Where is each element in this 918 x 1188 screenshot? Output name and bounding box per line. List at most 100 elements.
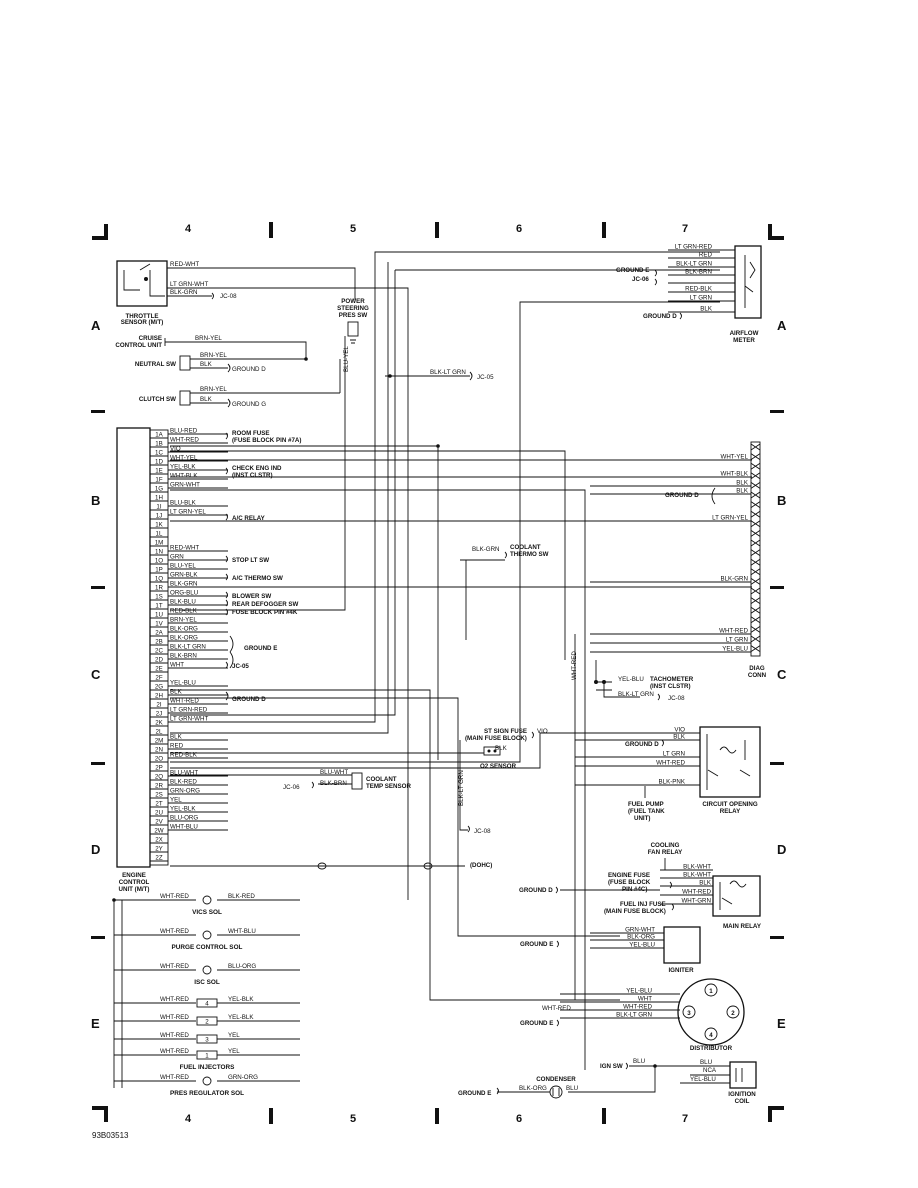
solenoid: [202, 965, 212, 975]
svg-text:POWER: POWER: [341, 298, 365, 305]
svg-text:COIL: COIL: [735, 1098, 750, 1105]
airflow-wire-color: BLK: [700, 306, 713, 313]
distributor-wire-color: BLK-LT GRN: [616, 1012, 652, 1019]
diag-terminal: [750, 472, 761, 480]
neutral-switch: NEUTRAL SW BRN-YEL BLK GROUND D: [135, 352, 308, 373]
svg-text:BLK-GRN: BLK-GRN: [170, 289, 198, 296]
svg-text:CONDENSER: CONDENSER: [536, 1076, 576, 1083]
svg-text:BLU-WHT: BLU-WHT: [320, 769, 348, 776]
svg-text:BLK-ORG: BLK-ORG: [519, 1085, 547, 1092]
injector-number: 3: [205, 1037, 209, 1044]
svg-text:THROTTLE: THROTTLE: [126, 313, 159, 320]
svg-text:GROUND E: GROUND E: [616, 267, 649, 274]
ecu-wire-color: BLK-ORG: [170, 635, 198, 642]
tachometer-feed: YEL-BLU TACHOMETER (INST CLSTR) BLK-LT G…: [594, 660, 694, 702]
ecu-pin-2d: 2D: [155, 657, 163, 664]
svg-text:ENGINE FUSE: ENGINE FUSE: [608, 872, 650, 879]
diag-terminal: [750, 568, 761, 576]
svg-text:GROUND E: GROUND E: [244, 645, 277, 652]
solenoid: [202, 930, 212, 940]
ecu-pin-2q: 2Q: [155, 774, 163, 781]
ecu-pin-2u: 2U: [155, 810, 163, 817]
solenoid-label: PURGE CONTROL SOL: [172, 944, 243, 951]
ecu-wire-color: BLK-RED: [170, 779, 197, 786]
svg-text:2: 2: [731, 1010, 735, 1017]
row-d-right: D: [777, 842, 786, 857]
ecu-wire-color: RED-BLK: [170, 608, 198, 615]
ecu-pin-2k: 2K: [155, 720, 163, 727]
svg-text:GROUND D: GROUND D: [625, 741, 659, 748]
ecu-wire-color: GRN-ORG: [170, 788, 200, 795]
ecu-pin-1c: 1C: [155, 450, 163, 457]
ecu-pin-1v: 1V: [155, 621, 163, 628]
injector-number: 1: [205, 1053, 209, 1060]
ecu-body: [116, 427, 151, 868]
diag-connector: DIAG CONN GROUND D WHT-YELWHT-BLKBLKBLKL…: [590, 441, 767, 679]
svg-text:YEL-BLU: YEL-BLU: [690, 1076, 716, 1083]
diag-terminal: [750, 558, 761, 566]
ecu-pin-1f: 1F: [155, 477, 162, 484]
svg-text:A/C THERMO SW: A/C THERMO SW: [232, 575, 283, 582]
ecu-wire-color: BLK: [170, 734, 183, 741]
cor-wire-color: LT GRN: [663, 751, 685, 758]
svg-text:LT GRN-WHT: LT GRN-WHT: [170, 281, 208, 288]
ecu-pin-1g: 1G: [155, 486, 163, 493]
svg-text:PRES SW: PRES SW: [339, 312, 368, 319]
document-code: 93B03513: [92, 1131, 129, 1140]
distributor-wire-color: YEL-BLU: [626, 988, 652, 995]
solenoid: [202, 1076, 212, 1086]
svg-text:ENGINE: ENGINE: [122, 872, 146, 879]
ecu-pin-1p: 1P: [155, 567, 163, 574]
svg-text:COOLANT: COOLANT: [366, 776, 397, 783]
ecu-pin-2b: 2B: [155, 639, 163, 646]
ecu-pin-2t: 2T: [155, 801, 162, 808]
row-a-left: A: [91, 318, 101, 333]
ecu-pin-1m: 1M: [155, 540, 164, 547]
svg-text:GROUND E: GROUND E: [458, 1090, 491, 1097]
blk-lt-grn-jc05: BLK-LT GRN JC-05: [385, 369, 494, 381]
svg-text:YEL-BLU: YEL-BLU: [618, 676, 644, 683]
ecu-pin-2s: 2S: [155, 792, 163, 799]
throttle-sensor: RED-WHT LT GRN-WHT BLK-GRN JC-08 THROTTL…: [116, 260, 409, 900]
svg-text:BRN-YEL: BRN-YEL: [200, 386, 227, 393]
solenoid-label: VICS SOL: [192, 909, 222, 916]
ecu-pin-2c: 2C: [155, 648, 163, 655]
svg-text:JC-08: JC-08: [220, 293, 237, 300]
cor-wire-color: BLK: [673, 734, 686, 741]
svg-text:BRN-YEL: BRN-YEL: [200, 352, 227, 359]
ecu-wire-color: BLU-BLK: [170, 500, 197, 507]
svg-text:REAR DEFOGGER SW: REAR DEFOGGER SW: [232, 601, 299, 608]
clutch-switch: CLUTCH SW BRN-YEL BLK GROUND G: [139, 359, 341, 408]
diag-wire-color: BLK-GRN: [720, 576, 748, 583]
injector-number: 2: [205, 1019, 209, 1026]
solenoid-wht-red: WHT-RED: [160, 928, 189, 935]
row-a-right: A: [777, 318, 787, 333]
ecu-wire-color: YEL: [170, 797, 182, 804]
svg-text:ROOM FUSE: ROOM FUSE: [232, 430, 269, 437]
ecu-wire-color: RED: [170, 743, 184, 750]
ecu-pin-2p: 2P: [155, 765, 163, 772]
svg-text:JC-06: JC-06: [283, 784, 300, 791]
svg-text:METER: METER: [733, 337, 755, 344]
svg-text:GROUND D: GROUND D: [665, 492, 699, 499]
ecu-pin-1u: 1U: [155, 612, 163, 619]
svg-text:NCA: NCA: [703, 1067, 717, 1074]
row-b-right: B: [777, 493, 786, 508]
diag-wire-color: WHT-RED: [719, 628, 748, 635]
row-c-left: C: [91, 667, 101, 682]
diag-terminal: [750, 501, 761, 508]
airflow-wire-color: LT GRN-RED: [675, 244, 713, 251]
diag-terminal: [750, 606, 761, 614]
svg-text:AIRFLOW: AIRFLOW: [730, 330, 759, 337]
cruise-control-unit: CRUISE CONTROL UNIT BRN-YEL: [115, 335, 307, 358]
svg-text:BLK-BRN: BLK-BRN: [320, 780, 347, 787]
ecu-wire-color: BLK-ORG: [170, 626, 198, 633]
ecu-pin-2m: 2M: [155, 738, 164, 745]
ecu-pin-1n: 1N: [155, 549, 163, 556]
svg-text:BLK-LT GRN: BLK-LT GRN: [458, 770, 465, 806]
ecu-pin-2h: 2H: [155, 693, 163, 700]
svg-text:JC-05: JC-05: [477, 374, 494, 381]
svg-text:THERMO SW: THERMO SW: [510, 551, 549, 558]
ecu-pin-2a: 2A: [155, 630, 163, 637]
svg-text:1: 1: [709, 988, 713, 995]
